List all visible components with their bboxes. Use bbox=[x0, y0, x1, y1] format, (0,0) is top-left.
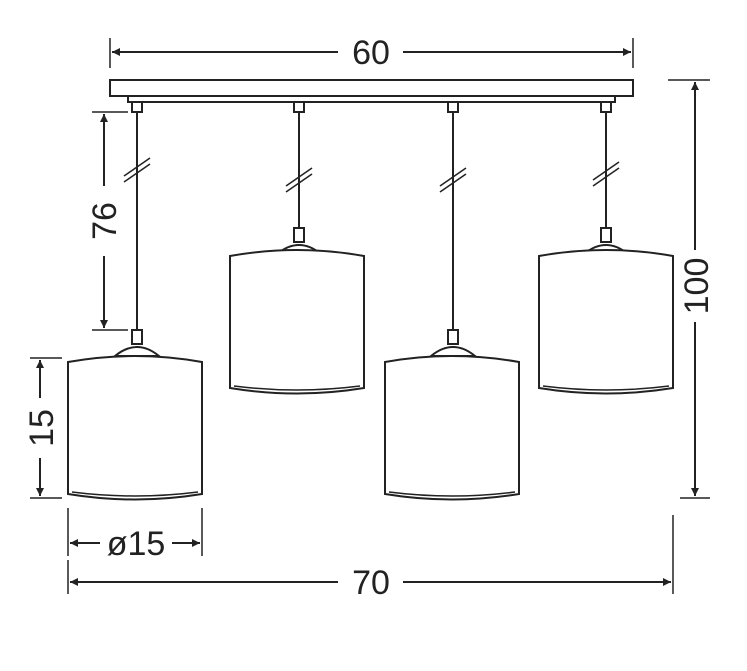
dim-drop-length bbox=[92, 111, 128, 331]
dim-total-width bbox=[67, 515, 674, 594]
dim-shade-height bbox=[30, 357, 62, 499]
dim-top-width bbox=[109, 38, 634, 68]
dim-total-height-label: 100 bbox=[678, 258, 716, 315]
pendant-2 bbox=[229, 101, 365, 395]
dim-top-width-label: 60 bbox=[352, 34, 390, 72]
dim-shade-diameter bbox=[67, 508, 203, 556]
dim-drop-length-label: 76 bbox=[86, 202, 124, 240]
dim-total-height bbox=[668, 79, 710, 499]
dim-total-width-label: 70 bbox=[352, 564, 390, 602]
pendant-4 bbox=[538, 101, 674, 395]
ceiling-bar bbox=[109, 79, 634, 103]
pendant-1 bbox=[67, 101, 203, 501]
dim-shade-diameter-label: ø15 bbox=[107, 525, 166, 563]
dim-shade-height-label: 15 bbox=[23, 409, 61, 447]
pendant-3 bbox=[384, 101, 520, 501]
